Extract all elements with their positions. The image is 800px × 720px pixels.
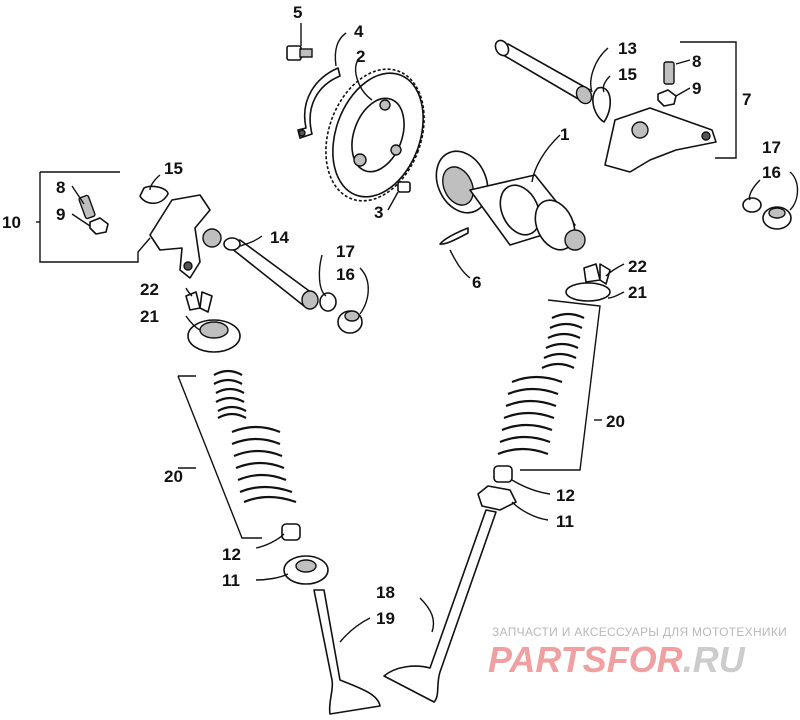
callout-3: 3 [374, 203, 383, 222]
callout-14: 14 [270, 228, 289, 247]
callout-22-left: 22 [140, 280, 159, 299]
part-o-ring-upper [592, 86, 611, 123]
callout-16-middle: 16 [336, 265, 355, 284]
callout-10: 10 [2, 213, 21, 232]
callout-8-left: 8 [56, 178, 65, 197]
callout-22-right: 22 [628, 257, 647, 276]
callout-15-upper: 15 [618, 65, 637, 84]
callout-8-upper: 8 [692, 52, 701, 71]
callout-6: 6 [472, 273, 481, 292]
part-o-ring-left [139, 185, 169, 205]
part-cap-seal-right [742, 197, 792, 230]
callout-12-right: 12 [556, 486, 575, 505]
part-valve-seal-left [281, 523, 301, 541]
callout-17-right: 17 [762, 138, 781, 157]
callout-2: 2 [356, 47, 365, 66]
part-bolt [286, 45, 313, 61]
part-rocker-shaft-left [223, 237, 319, 310]
part-valve-18 [383, 509, 497, 703]
callout-15-left: 15 [164, 159, 183, 178]
watermark-brand-domain: .RU [683, 639, 746, 680]
callout-11-left: 11 [222, 571, 240, 590]
part-cap-seal-middle [319, 292, 363, 334]
part-spring-retainer-right [565, 282, 611, 302]
callout-1: 1 [560, 125, 569, 144]
part-spring-seat-left [283, 555, 329, 585]
part-camshaft [435, 150, 586, 251]
part-adjuster-screw-left [78, 194, 109, 235]
callout-21-right: 21 [628, 283, 647, 302]
callout-4: 4 [354, 22, 364, 41]
part-valve-seal-right [493, 465, 513, 483]
watermark-brand-main: PARTSFOR [488, 639, 683, 680]
watermark: ЗАПЧАСТИ И АКСЕССУАРЫ ДЛЯ МОТОТЕХНИКИ PA… [488, 625, 787, 680]
callout-20-left: 20 [164, 467, 183, 486]
callout-16-right: 16 [762, 163, 781, 182]
callout-labels: 5 4 2 3 6 1 13 15 8 9 7 17 16 15 8 9 10 … [2, 3, 781, 628]
watermark-brand: PARTSFOR.RU [488, 639, 746, 680]
leader-lines [36, 23, 799, 643]
callout-7: 7 [742, 90, 751, 109]
callout-5: 5 [293, 3, 302, 22]
callout-13: 13 [618, 39, 637, 58]
part-spring-seat-right [477, 485, 517, 511]
part-adjuster-screw-upper [657, 61, 677, 107]
callout-18: 18 [376, 583, 395, 602]
callout-11-right: 11 [556, 512, 574, 531]
callout-20-right: 20 [606, 412, 625, 431]
callout-9-left: 9 [56, 205, 65, 224]
part-cam-sprocket [325, 68, 425, 202]
part-rocker-shaft-upper [494, 39, 593, 105]
callout-12-left: 12 [222, 545, 241, 564]
part-rocker-arm-upper [604, 107, 717, 173]
callout-17-middle: 17 [336, 242, 355, 261]
callout-9-upper: 9 [692, 79, 701, 98]
watermark-tagline: ЗАПЧАСТИ И АКСЕССУАРЫ ДЛЯ МОТОТЕХНИКИ [492, 625, 787, 639]
callout-21-left: 21 [140, 307, 159, 326]
part-valve-springs-right [497, 312, 585, 456]
part-lock-plate [297, 67, 341, 139]
part-dowel-pin [397, 181, 411, 193]
part-rocker-arm-left [149, 194, 222, 279]
callout-19: 19 [376, 609, 395, 628]
part-valve-19 [313, 589, 381, 715]
part-valve-keepers-right [583, 263, 611, 285]
part-spring-retainer-left [187, 319, 241, 353]
part-valve-keepers-left [185, 291, 213, 313]
part-circlip [439, 227, 469, 245]
part-valve-springs-left [213, 369, 297, 504]
